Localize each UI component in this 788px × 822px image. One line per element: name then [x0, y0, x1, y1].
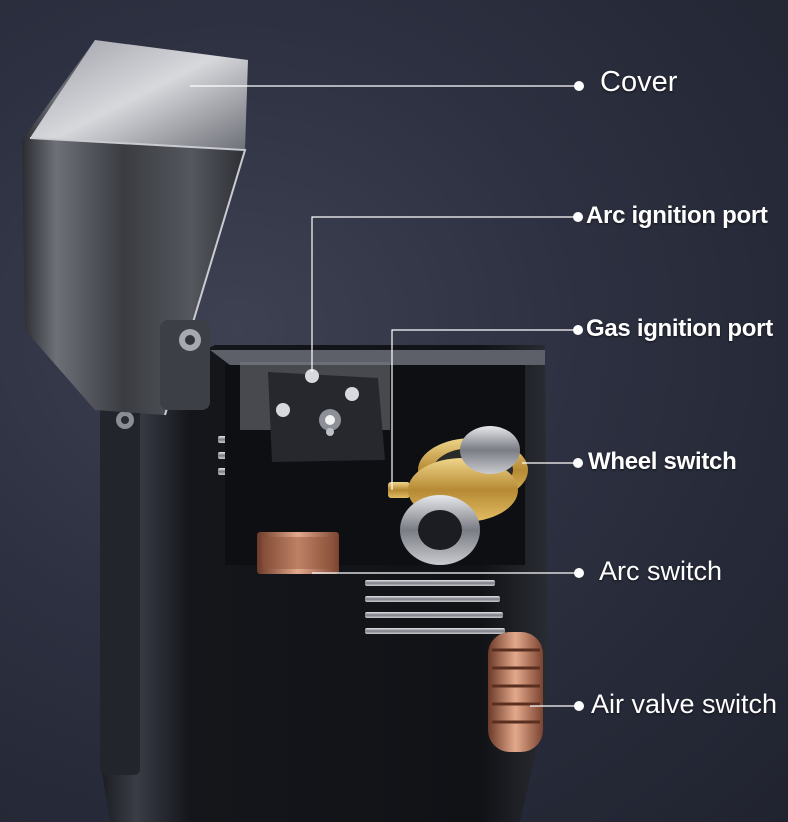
dot-gas-ignition-port	[573, 325, 583, 335]
lighter-cover	[22, 40, 248, 416]
arc-switch-button	[257, 532, 339, 574]
label-arc-ignition-port: Arc ignition port	[586, 202, 768, 229]
leader-dots	[573, 81, 584, 711]
wheel-switch-assembly	[400, 426, 528, 565]
leader-lines	[190, 85, 578, 707]
dot-wheel-switch	[573, 458, 583, 468]
arc-ignition-head	[268, 369, 385, 462]
dot-arc-switch	[574, 568, 584, 578]
gas-ignition-nozzle	[388, 482, 410, 498]
label-arc-switch: Arc switch	[599, 556, 723, 586]
label-cover: Cover	[600, 66, 678, 98]
label-gas-ignition-port: Gas ignition port	[586, 315, 773, 342]
dot-arc-ignition-port	[573, 212, 583, 222]
leader-arc-ignition-port	[311, 216, 576, 372]
label-air-valve-switch: Air valve switch	[591, 689, 778, 719]
dot-cover	[574, 81, 584, 91]
dot-air-valve-switch	[574, 701, 584, 711]
air-valve-switch-wheel	[488, 632, 543, 752]
leader-gas-ignition-port	[391, 329, 576, 490]
label-wheel-switch: Wheel switch	[588, 448, 737, 475]
